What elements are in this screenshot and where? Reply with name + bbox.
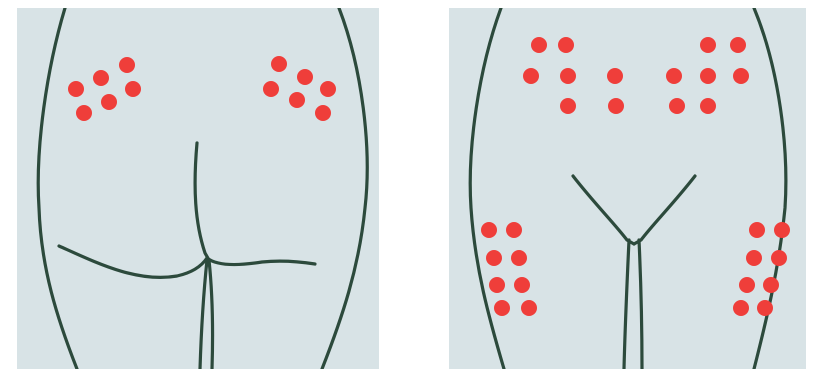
- front-injection-site-dot: [730, 37, 746, 53]
- front-right-inner-thigh: [639, 240, 642, 369]
- front-injection-site-dot: [733, 68, 749, 84]
- front-injection-site-dot: [511, 250, 527, 266]
- gluteal-cleft-line: [195, 143, 209, 260]
- front-injection-site-dot: [514, 277, 530, 293]
- front-injection-site-dot: [481, 222, 497, 238]
- front-injection-site-dot: [523, 68, 539, 84]
- back-view-figure: [17, 8, 379, 369]
- front-injection-site-dot: [558, 37, 574, 53]
- back-injection-site-dot: [315, 105, 331, 121]
- back-injection-site-dot: [263, 81, 279, 97]
- front-injection-site-dot: [531, 37, 547, 53]
- front-injection-site-dot: [700, 98, 716, 114]
- front-injection-site-dot: [607, 68, 623, 84]
- front-injection-site-dot: [700, 68, 716, 84]
- front-injection-site-dot: [739, 277, 755, 293]
- back-injection-site-dot: [320, 81, 336, 97]
- left-gluteal-fold: [59, 246, 207, 277]
- back-injection-site-dot: [119, 57, 135, 73]
- front-injection-site-dot: [771, 250, 787, 266]
- front-injection-site-dot: [666, 68, 682, 84]
- front-injection-site-dot: [494, 300, 510, 316]
- back-injection-site-dot: [101, 94, 117, 110]
- back-injection-site-dot: [271, 56, 287, 72]
- front-injection-site-dot: [560, 68, 576, 84]
- back-injection-sites: [68, 56, 336, 121]
- front-injection-site-dot: [521, 300, 537, 316]
- front-injection-sites: [481, 37, 790, 316]
- front-injection-site-dot: [774, 222, 790, 238]
- front-injection-site-dot: [506, 222, 522, 238]
- back-left-hip-outline: [38, 8, 77, 369]
- front-injection-site-dot: [608, 98, 624, 114]
- back-injection-site-dot: [297, 69, 313, 85]
- front-injection-site-dot: [560, 98, 576, 114]
- back-injection-site-dot: [93, 70, 109, 86]
- front-injection-site-dot: [700, 37, 716, 53]
- front-view-figure: [449, 8, 806, 369]
- back-right-hip-outline: [322, 8, 367, 369]
- front-injection-site-dot: [763, 277, 779, 293]
- front-injection-site-dot: [757, 300, 773, 316]
- front-injection-site-dot: [669, 98, 685, 114]
- front-left-inner-thigh: [624, 240, 629, 369]
- right-gluteal-fold: [207, 258, 315, 265]
- back-injection-site-dot: [125, 81, 141, 97]
- front-injection-site-dot: [749, 222, 765, 238]
- back-left-inner-thigh: [200, 260, 207, 369]
- left-groin-line: [573, 176, 634, 244]
- back-injection-site-dot: [68, 81, 84, 97]
- front-injection-site-dot: [489, 277, 505, 293]
- back-injection-site-dot: [76, 105, 92, 121]
- front-injection-site-dot: [486, 250, 502, 266]
- back-view-panel: [17, 8, 379, 369]
- front-injection-site-dot: [733, 300, 749, 316]
- front-view-panel: [449, 8, 806, 369]
- right-groin-line: [634, 176, 695, 244]
- back-right-inner-thigh: [209, 260, 213, 369]
- back-injection-site-dot: [289, 92, 305, 108]
- front-right-body-outline: [754, 8, 786, 369]
- front-injection-site-dot: [746, 250, 762, 266]
